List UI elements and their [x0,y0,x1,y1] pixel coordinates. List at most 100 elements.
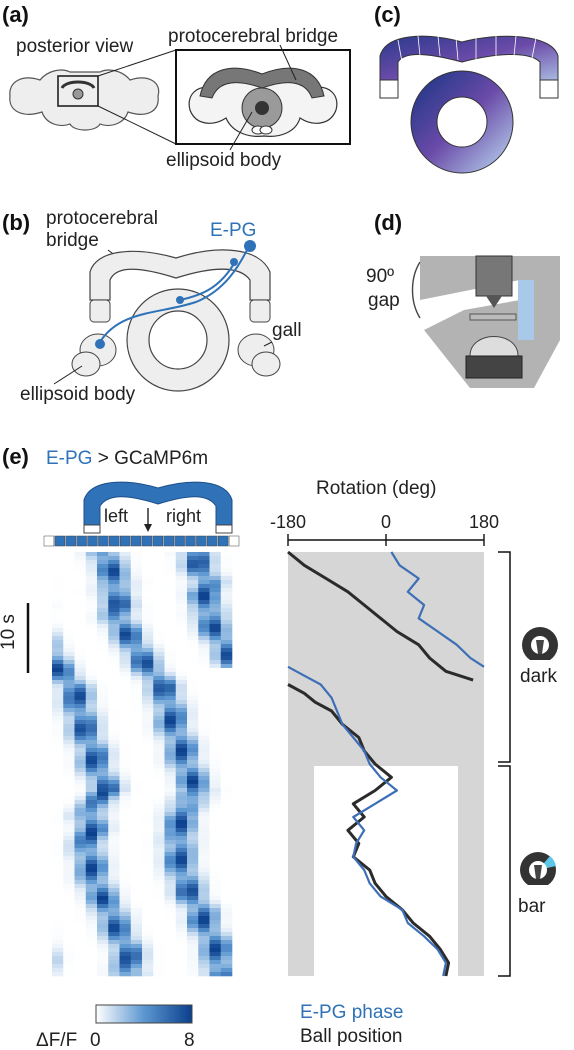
heatmap-cell [63,852,75,857]
heatmap-cell [209,844,222,849]
heatmap-cell [108,640,120,645]
heatmap-cell [119,704,132,709]
pb-pointer-a [279,44,297,81]
heatmap-cell [175,628,188,633]
heatmap-cell [119,932,132,937]
heatmap-cell [187,904,199,909]
heatmap-cell [63,896,75,901]
heatmap-cell [97,828,109,833]
heatmap-cell [52,580,64,585]
heatmap-cell [119,908,132,913]
heatmap-cell [85,892,98,897]
heatmap-cell [153,668,165,673]
heatmap-cell [85,932,98,937]
heatmap-cell [220,944,233,949]
heatmap-cell [175,736,188,741]
heatmap-cell [198,932,210,937]
heatmap-cell [164,832,177,837]
heatmap-cell [74,796,87,801]
colorbar-min: 0 [90,1030,101,1050]
heatmap-cell [220,920,233,925]
heatmap-cell [209,672,222,677]
heatmap-cell [97,576,109,581]
heatmap-cell [130,912,143,917]
heatmap-cell [187,604,199,609]
heatmap-cell [108,808,120,813]
panel-e: (e) E-PG > GCaMP6m left right 10 s ΔF/F … [0,444,558,1050]
panel-e-letter: (e) [2,444,29,469]
heatmap-cell [187,716,199,721]
mini-eb [72,88,84,100]
gall-right-2 [251,351,281,377]
heatmap-cell [63,944,75,949]
heatmap-cell [187,924,199,929]
heatmap-cell [52,892,64,897]
heatmap-cell [74,640,87,645]
heatmap-cell [142,604,154,609]
heatmap-cell [97,668,109,673]
heatmap-cell [220,936,233,941]
heatmap-cell [142,720,154,725]
heatmap-cell [52,964,64,969]
heatmap-cell [187,776,199,781]
heatmap-cell [85,912,98,917]
heatmap-cell [74,572,87,577]
heatmap-cell [130,960,143,965]
heatmap-cell [130,688,143,693]
heatmap-cell [187,724,199,729]
heatmap-cell [85,900,98,905]
heatmap-cell [108,716,120,721]
heatmap-cell [74,648,87,653]
heatmap-cell [108,820,120,825]
heatmap-cell [164,860,177,865]
heatmap-cell [153,772,165,777]
heatmap-cell [85,564,98,569]
heatmap-cell [209,732,222,737]
heatmap-cell [74,932,87,937]
heatmap-cell [209,964,222,969]
heatmap-cell [142,860,154,865]
zoom-pb [199,67,325,99]
heatmap-cell [74,880,87,885]
heatmap-cell [63,676,75,681]
heatmap-cell [63,960,75,965]
heatmap-cell [63,584,75,589]
heatmap-cell [130,896,143,901]
heatmap-cell [85,896,98,901]
heatmap-cell [97,812,109,817]
heatmap-cell [63,708,75,713]
heatmap-cell [130,608,143,613]
heatmap-cell [142,900,154,905]
heatmap-cell [209,728,222,733]
heatmap-cell [119,568,132,573]
heatmap-cell [187,796,199,801]
heatmap-cell [175,956,188,961]
heatmap-cell [52,916,64,921]
heatmap-cell [220,888,233,893]
heatmap-cell [198,868,210,873]
heatmap-cell [187,764,199,769]
heatmap-cell [209,784,222,789]
heatmap-cell [85,776,98,781]
heatmap-cell [198,768,210,773]
heatmap-cell [85,640,98,645]
heatmap-cell [63,964,75,969]
heatmap-cell [119,672,132,677]
right-label: right [166,506,201,526]
heatmap-cell [198,732,210,737]
heatmap-cell [187,608,199,613]
heatmap-cell [119,680,132,685]
heatmap-cell [220,644,233,649]
heatmap-cell [142,784,154,789]
heatmap-cell [153,892,165,897]
heatmap-cell [164,884,177,889]
heatmap-cell [85,720,98,725]
heatmap-cell [130,684,143,689]
title-rest: > GCaMP6m [92,448,208,469]
heatmap-cell [85,736,98,741]
heatmap-cell [175,940,188,945]
heatmap-cell [142,948,154,953]
heatmap-cell [220,788,233,793]
heatmap-cell [108,604,120,609]
heatmap-cell [198,584,210,589]
